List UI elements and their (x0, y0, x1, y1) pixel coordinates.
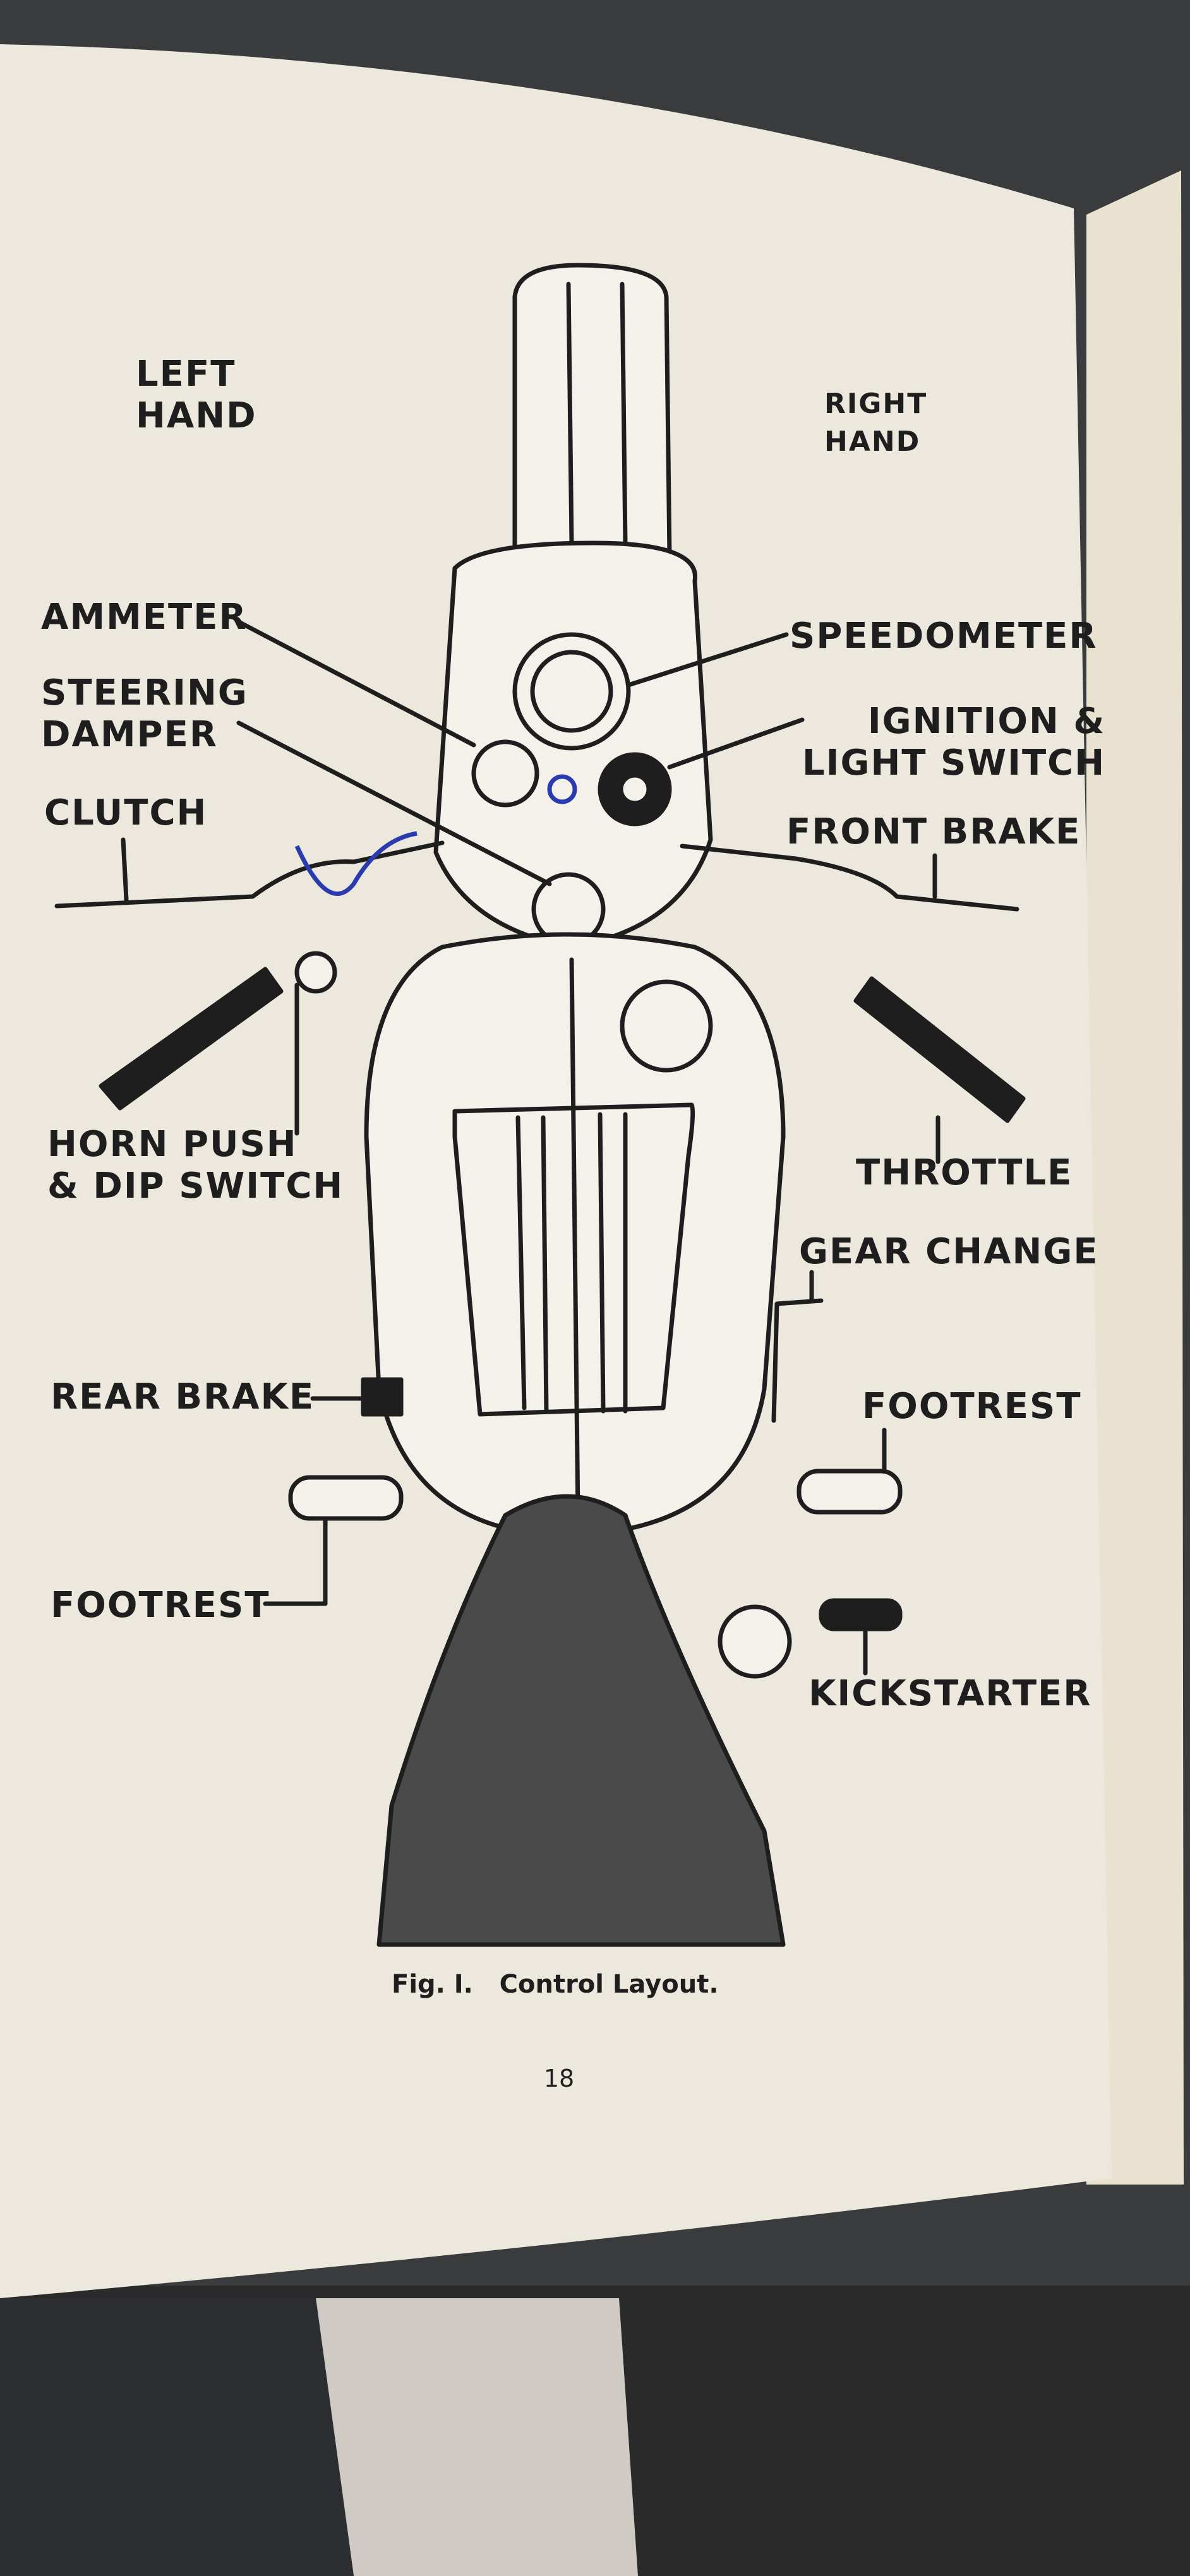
label-front-brake: FRONT BRAKE (786, 811, 1081, 852)
right-handlebar (680, 844, 1019, 912)
leader-steering-damper (236, 720, 552, 886)
label-ammeter: AMMETER (41, 597, 248, 638)
gear-change-lever (771, 1298, 824, 1423)
ignition-key (618, 773, 651, 806)
label-horn-push: HORN PUSH & DIP SWITCH (47, 1124, 344, 1207)
right-hand-heading: RIGHT HAND (824, 388, 928, 458)
tank-seam (569, 957, 580, 1518)
chrome-line (620, 282, 628, 546)
speedometer-face (530, 650, 613, 733)
right-footrest (796, 1469, 903, 1515)
pen-annotation (294, 774, 577, 897)
engine-cover (718, 1604, 792, 1679)
left-handlebar (54, 840, 445, 909)
label-ignition: IGNITION & LIGHT SWITCH (802, 701, 1106, 784)
floor-tile (316, 2298, 638, 2576)
leader-ignition (667, 717, 805, 770)
seat (376, 1494, 786, 1947)
leader-speedometer (626, 632, 789, 688)
right-grip (853, 976, 1026, 1123)
label-clutch: CLUTCH (44, 792, 208, 833)
nacelle-chrome-bar (512, 263, 672, 558)
page-number: 18 (543, 2065, 575, 2092)
label-speedometer: SPEEDOMETER (790, 616, 1098, 657)
figure-caption: Fig. I. Control Layout. (392, 1970, 719, 1999)
chrome-line (566, 282, 574, 546)
leader-clutch (121, 837, 129, 902)
rack-bar (598, 1112, 606, 1414)
label-throttle: THROTTLE (856, 1152, 1073, 1193)
tank-rack (452, 1102, 695, 1417)
facing-page-edge (1086, 170, 1184, 2185)
filler-cap (620, 979, 713, 1073)
leader-ammeter (236, 619, 476, 748)
leader-footrest-left (263, 1516, 328, 1606)
kickstarter-pedal (819, 1598, 903, 1631)
rear-brake-pedal (361, 1377, 404, 1417)
left-grip (99, 967, 284, 1111)
label-rear-brake: REAR BRAKE (51, 1376, 315, 1417)
chair-shadow (0, 2298, 354, 2576)
ammeter-dial (471, 739, 539, 808)
label-steering-damper: STEERING DAMPER (41, 672, 248, 755)
pen-scribble (294, 831, 418, 897)
pen-circle (547, 774, 577, 804)
label-footrest-right: FOOTREST (862, 1386, 1082, 1427)
label-footrest-left: FOOTREST (51, 1585, 270, 1626)
rack-bar (541, 1115, 549, 1414)
label-gear-change: GEAR CHANGE (799, 1231, 1099, 1272)
left-footrest (288, 1475, 404, 1521)
motorcycle-diagram (54, 263, 1026, 1947)
rack-bar (515, 1115, 527, 1410)
left-hand-heading: LEFT HAND (136, 354, 257, 436)
horn-push-button (294, 951, 337, 994)
label-kickstarter: KICKSTARTER (808, 1673, 1092, 1714)
